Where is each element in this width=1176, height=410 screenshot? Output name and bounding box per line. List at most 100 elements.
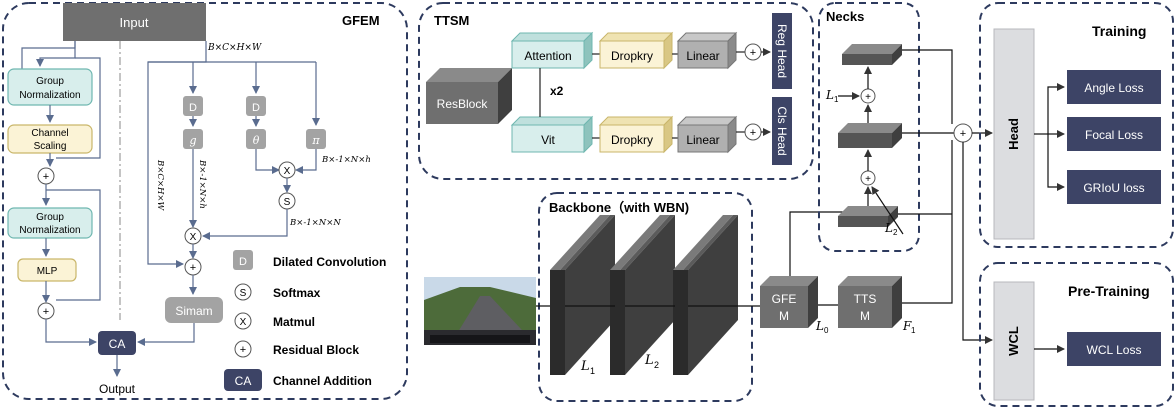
- pi-box: [306, 129, 326, 149]
- cls-head-label: Cls Head: [775, 106, 789, 155]
- gn1-line2: Normalization: [19, 90, 80, 101]
- f1-label: F: [902, 319, 912, 333]
- neck-l1-sub: 1: [834, 95, 839, 104]
- gfem-plus-2: +: [43, 306, 49, 318]
- ttsm-plus-bottom: +: [750, 127, 756, 139]
- l1-label: L: [580, 359, 590, 374]
- backbone-title: Backbone（with WBN): [549, 200, 689, 215]
- dim-right-nh: B×-1×N×h: [321, 155, 371, 165]
- l1-sub: 1: [590, 366, 595, 376]
- input-box: [63, 3, 206, 41]
- legend-matmul-icon: [234, 312, 252, 330]
- dim-nn: B×-1×N×N: [289, 218, 341, 228]
- necks-panel: Necks + + L 1 L 2: [818, 2, 920, 252]
- gfem-plus-3: +: [190, 262, 196, 274]
- dim-left: B×C×H×W: [155, 159, 165, 212]
- wcl-label: WCL: [1006, 326, 1021, 356]
- legend-residual-icon: [234, 340, 252, 358]
- backbone-layer-3: [673, 215, 738, 375]
- focal-loss-box: [1067, 117, 1161, 151]
- legend: D Dilated Convolution S Softmax X Matmul…: [224, 250, 386, 391]
- neck-slab-middle: [838, 133, 892, 148]
- wcl-loss-box: [1067, 332, 1161, 366]
- g-box: [183, 129, 203, 149]
- l2-sub: 2: [654, 360, 659, 370]
- road-image: [424, 277, 536, 345]
- legend-softmax-icon: [234, 283, 252, 301]
- neck-slab-bottom: [838, 216, 888, 227]
- aggregator-plus-label: +: [960, 128, 966, 140]
- backbone-layer-2: [610, 215, 675, 375]
- resblock-block: ResBlock: [426, 68, 512, 124]
- neck-l2-sub: 2: [893, 228, 898, 237]
- gn2-line2: Normalization: [19, 225, 80, 236]
- legend-label-1: Softmax: [273, 286, 321, 300]
- g-label: g: [189, 134, 196, 147]
- linear-box-top: [677, 40, 729, 69]
- legend-sym-2: X: [240, 317, 247, 328]
- vit-label: Vit: [541, 133, 555, 147]
- ttsm-panel: TTSM ResBlock Attention Vit x2 Dropkry: [418, 2, 814, 180]
- d-box-2: [246, 96, 266, 116]
- ca-label: CA: [109, 337, 126, 351]
- pi-label: π: [311, 134, 320, 147]
- wcl-box: [993, 281, 1035, 401]
- dim-nh: B×-1×N×h: [197, 159, 207, 209]
- cs-line1: Channel: [31, 128, 68, 139]
- wcl-loss-label: WCL Loss: [1087, 343, 1142, 357]
- x2-label: x2: [550, 84, 564, 98]
- angle-loss-label: Angle Loss: [1084, 81, 1143, 95]
- gfem-plus-1: +: [43, 171, 49, 183]
- linear-box-bottom: [677, 124, 729, 153]
- f1-sub: 1: [911, 326, 916, 335]
- legend-label-3: Residual Block: [273, 343, 359, 357]
- focal-loss-label: Focal Loss: [1085, 128, 1143, 142]
- ttsm-block-line1: TTS: [854, 292, 877, 306]
- l0-sub: 0: [824, 326, 829, 335]
- neck-l2-label: L: [884, 221, 893, 235]
- dim-top: B×C×H×W: [207, 43, 262, 53]
- ttsm-block-line2: M: [860, 309, 870, 323]
- group-normalization-2: [7, 207, 93, 239]
- attention-box: [511, 40, 585, 69]
- legend-sym-4: CA: [235, 374, 252, 388]
- legend-ca-icon: [224, 369, 262, 391]
- legend-label-4: Channel Addition: [273, 374, 372, 388]
- legend-label-0: Dilated Convolution: [273, 255, 386, 269]
- softmax-1: S: [284, 197, 291, 208]
- mlp-box: [17, 258, 77, 282]
- gfem-panel: GFEM Input Group Normalization Channel S…: [2, 2, 408, 400]
- griou-loss-box: [1067, 170, 1161, 204]
- output-label: Output: [99, 382, 136, 396]
- legend-label-2: Matmul: [273, 315, 315, 329]
- d-box-1: [183, 96, 203, 116]
- gfem-title: GFEM: [342, 13, 380, 28]
- gn2-line1: Group: [36, 212, 64, 223]
- ttsm-block: TTS M: [838, 276, 902, 328]
- ttsm-title: TTSM: [434, 13, 469, 28]
- gfem-block-line2: M: [779, 309, 789, 323]
- training-title: Training: [1092, 23, 1146, 39]
- vit-box: [511, 124, 585, 153]
- ttsm-plus-top: +: [750, 47, 756, 59]
- dropkry-bottom-label: Dropkry: [611, 133, 653, 147]
- dropkry-box-bottom: [599, 124, 665, 153]
- pretraining-panel: Pre-Training WCL WCL Loss: [979, 262, 1174, 407]
- legend-d-icon: [233, 250, 253, 270]
- neck-plus-bottom: +: [865, 174, 871, 185]
- legend-sym-1: S: [240, 288, 247, 299]
- attention-label: Attention: [524, 49, 571, 63]
- theta-label: θ: [253, 134, 260, 147]
- necks-title: Necks: [826, 9, 864, 24]
- legend-sym-3: +: [240, 344, 246, 356]
- d1-label: D: [189, 102, 197, 114]
- cls-head-box: [772, 97, 792, 165]
- dropkry-top-label: Dropkry: [611, 49, 653, 63]
- linear-top-label: Linear: [686, 49, 719, 63]
- ca-box: [98, 331, 136, 355]
- gn1-line1: Group: [36, 76, 64, 87]
- backbone-layer-1: [550, 215, 615, 375]
- l2-label: L: [644, 353, 654, 368]
- angle-loss-box: [1067, 70, 1161, 104]
